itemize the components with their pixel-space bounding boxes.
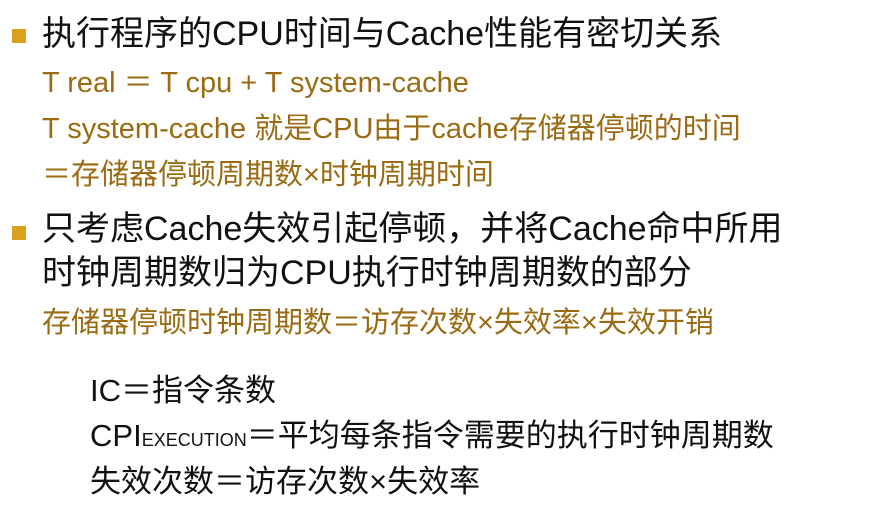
bullet-1-text: 执行程序的CPU时间与Cache性能有密切关系 bbox=[42, 15, 723, 53]
definition-ic: IC＝指令条数 bbox=[90, 373, 276, 408]
formula-stall-time: ＝存储器停顿周期数×时钟周期时间 bbox=[42, 159, 494, 191]
cpi-definition: ＝平均每条指令需要的执行时钟周期数 bbox=[246, 418, 774, 453]
bullet-2-line-2: 时钟周期数归为CPU执行时钟周期数的部分 bbox=[42, 254, 692, 292]
formula-stall-cycles: 存储器停顿时钟周期数＝访存次数×失效率×失效开销 bbox=[42, 307, 714, 339]
formula-tsystem-cache: T system-cache 就是CPU由于cache存储器停顿的时间 bbox=[42, 113, 741, 145]
formula-treal: T real ＝ T cpu + T system-cache bbox=[42, 67, 469, 99]
cpi-subscript: EXECUTION bbox=[141, 430, 247, 450]
bullet-2-line-1: 只考虑Cache失效引起停顿，并将Cache命中所用 bbox=[42, 210, 783, 248]
bullet-square-icon bbox=[12, 29, 26, 43]
cpi-prefix: CPI bbox=[90, 418, 142, 453]
definition-cpi: CPIEXECUTION＝平均每条指令需要的执行时钟周期数 bbox=[90, 420, 774, 451]
bullet-square-icon bbox=[12, 226, 26, 240]
definition-miss-count: 失效次数＝访存次数×失效率 bbox=[90, 464, 481, 499]
